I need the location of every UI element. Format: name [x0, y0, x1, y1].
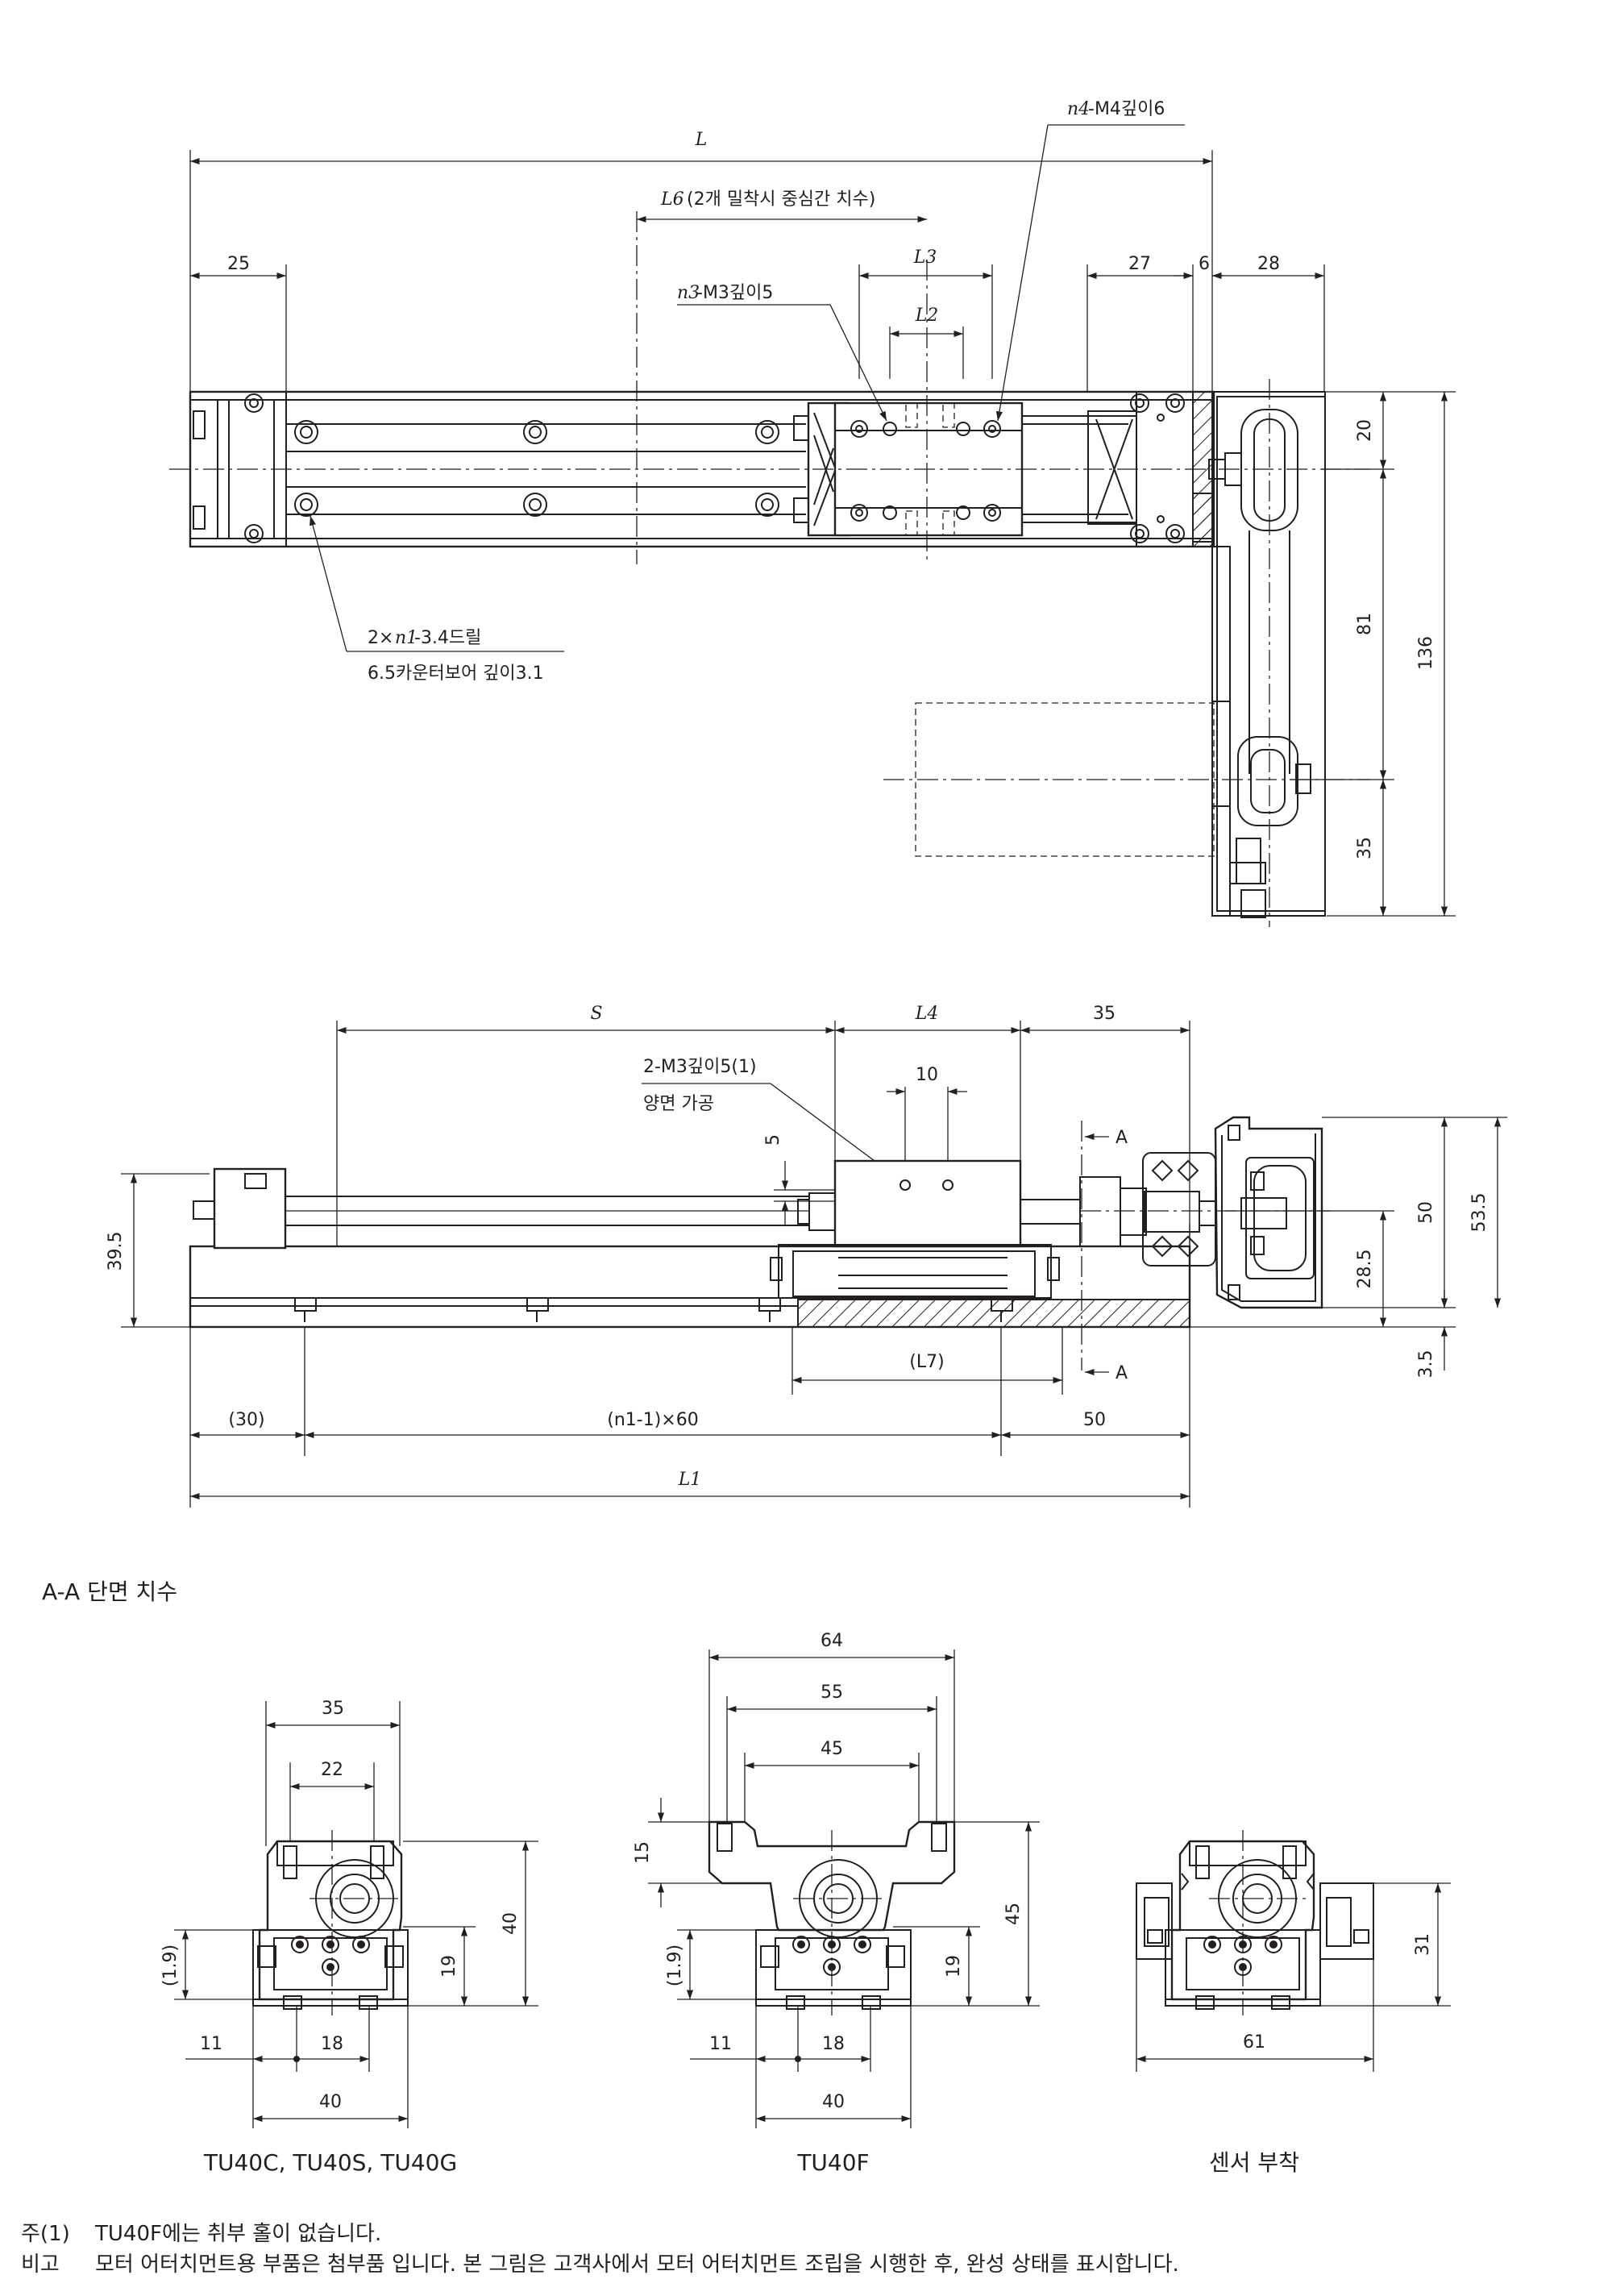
dim-35-side: 35: [1093, 1004, 1116, 1024]
dim-S: S: [590, 1004, 602, 1024]
section-A-bottom: A: [1116, 1363, 1128, 1383]
note-2-text: 모터 어터치먼트용 부품은 첨부품 입니다. 본 그림은 고객사에서 모터 어터…: [95, 2252, 1179, 2277]
v3-caption: 센서 부착: [1209, 2149, 1299, 2176]
v2-dim-11: 11: [709, 2034, 732, 2054]
callout-n4-text: -M4깊이6: [1088, 99, 1165, 119]
dim-L4: L4: [915, 1004, 939, 1024]
v1-carriage: [258, 1840, 403, 2001]
v2-dim-1-9: (1.9): [665, 1945, 685, 1986]
v1-caption: TU40C, TU40S, TU40G: [203, 2149, 457, 2176]
v1-dim-1-9: (1.9): [160, 1945, 181, 1986]
dim-50-vertical: 50: [1416, 1201, 1436, 1224]
side-view: S L4 35 10 5 2-M3깊이5(1) 양면 가공 39.5: [106, 1004, 1507, 1508]
section-view-tu40f: 64 55 45 15 (1.9): [633, 1631, 1040, 2176]
callout-tap-line2: 양면 가공: [643, 1094, 714, 1114]
dim-5: 5: [763, 1134, 783, 1146]
section-view-tu40c: 35 22 19 40 (1.9): [160, 1699, 538, 2176]
dim-3-5: 3.5: [1416, 1350, 1436, 1379]
v2-dim-15: 15: [633, 1841, 653, 1864]
v1-dim-40-vertical: 40: [501, 1912, 521, 1935]
dim-20: 20: [1355, 419, 1375, 442]
dim-pitch: (n1-1)×60: [607, 1410, 698, 1430]
v3-dim-61: 61: [1243, 2032, 1265, 2053]
section-view-sensor: 31 61 센서 부착: [1136, 1830, 1451, 2176]
section-title: A-A 단면 치수: [42, 1578, 177, 1605]
motor-bracket-side: [1214, 1116, 1323, 1309]
v3-carriage: [1170, 1840, 1315, 2001]
dim-L1: L1: [678, 1470, 702, 1490]
note-1-key: 주(1): [21, 2222, 70, 2246]
v2-dim-45-vertical: 45: [1003, 1903, 1024, 1925]
v3-dim-31: 31: [1413, 1933, 1433, 1956]
dim-27: 27: [1128, 254, 1151, 274]
note-1-text: TU40F에는 취부 홀이 없습니다.: [95, 2222, 382, 2246]
dim-L6-note: (2개 밀착시 중심간 치수): [687, 189, 875, 210]
dim-136: 136: [1416, 636, 1436, 670]
dim-25: 25: [227, 254, 250, 274]
slider-table-side: [833, 1159, 1022, 1248]
v1-dim-11: 11: [200, 2034, 222, 2054]
v1-dim-18: 18: [321, 2034, 343, 2054]
v1-dim-35: 35: [322, 1699, 344, 1719]
v1-dim-22: 22: [321, 1760, 343, 1780]
v2-dim-18: 18: [822, 2034, 845, 2054]
dim-53-5: 53.5: [1469, 1193, 1489, 1233]
dim-50-horizontal: 50: [1083, 1410, 1106, 1430]
dim-L7: (L7): [909, 1352, 944, 1372]
note-2-key: 비고: [21, 2252, 60, 2277]
callout-tap-line1: 2-M3깊이5(1): [643, 1057, 757, 1077]
v2-dim-40-horizontal: 40: [822, 2092, 845, 2112]
dim-L3: L3: [913, 247, 937, 268]
v2-caption: TU40F: [796, 2149, 869, 2176]
v2-dim-19: 19: [944, 1955, 964, 1978]
dim-28: 28: [1257, 254, 1280, 274]
callout-drill-prefix: 2×: [368, 628, 393, 648]
callout-n4-sym: n4: [1067, 99, 1090, 119]
dim-28-5: 28.5: [1355, 1250, 1375, 1289]
dim-39-5: 39.5: [106, 1232, 126, 1271]
top-view: L L6 (2개 밀착시 중심간 치수) L3 L2 25 27 6 28 20…: [169, 99, 1456, 927]
callout-counterbore-text: 6.5카운터보어 깊이3.1: [368, 663, 544, 684]
dim-81: 81: [1355, 613, 1375, 635]
dim-L: L: [695, 130, 708, 150]
callout-drill-text: -3.4드릴: [414, 628, 481, 648]
callout-drill-sym: n1: [395, 628, 418, 648]
v1-dim-19: 19: [439, 1955, 459, 1978]
dim-L6: L6: [660, 189, 684, 210]
note-2: 비고 모터 어터치먼트용 부품은 첨부품 입니다. 본 그림은 고객사에서 모터 …: [21, 2248, 1179, 2277]
note-1: 주(1) TU40F에는 취부 홀이 없습니다.: [21, 2217, 381, 2247]
callout-n3-sym: n3: [677, 283, 700, 303]
v2-dim-45-horizontal: 45: [821, 1739, 843, 1759]
dim-35: 35: [1355, 837, 1375, 859]
v2-dim-64: 64: [821, 1631, 843, 1651]
v2-dim-55: 55: [821, 1682, 843, 1703]
dim-6: 6: [1199, 254, 1210, 274]
v1-dim-40-horizontal: 40: [319, 2092, 342, 2112]
callout-n3-text: -M3깊이5: [696, 283, 773, 303]
section-A-top: A: [1116, 1128, 1128, 1148]
dim-10: 10: [916, 1065, 938, 1085]
dim-30: (30): [228, 1410, 264, 1430]
